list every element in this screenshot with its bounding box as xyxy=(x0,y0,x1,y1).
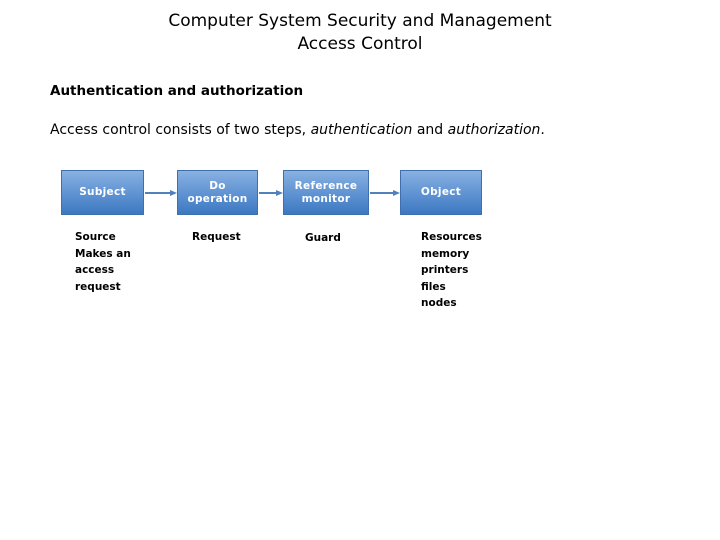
title-line-1: Computer System Security and Management xyxy=(168,11,552,31)
arrow-head-icon xyxy=(276,190,283,196)
body-emphasis-authentication: authentication xyxy=(310,122,413,138)
body-text-part-1: Access control consists of two steps, xyxy=(50,122,311,138)
arrow-shaft xyxy=(145,192,170,194)
caption-line: memory xyxy=(421,247,470,260)
arrow-head-icon xyxy=(170,190,177,196)
body-text-part-3: . xyxy=(540,122,545,138)
caption-line: Resources xyxy=(421,231,482,243)
caption-object: Resources memory printers files nodes xyxy=(421,229,482,312)
caption-subject: Source Makes an access request xyxy=(75,229,131,295)
caption-reference-monitor: Guard xyxy=(305,230,341,247)
flow-box-reference-monitor-label-line-1: Reference xyxy=(294,179,358,192)
flow-box-do-operation-label-line-2: operation xyxy=(187,192,248,205)
caption-line: printers xyxy=(421,264,469,276)
flow-box-subject-label: Subject xyxy=(79,186,126,198)
flow-box-object[interactable]: Object xyxy=(400,170,482,215)
flow-box-do-operation[interactable]: Do operation xyxy=(177,170,258,215)
body-emphasis-authorization: authorization xyxy=(447,122,541,138)
caption-do-operation: Request xyxy=(192,229,241,246)
arrow-operation-to-monitor xyxy=(259,190,283,197)
flow-box-subject[interactable]: Subject xyxy=(61,170,144,215)
body-text-part-2: and xyxy=(412,122,448,138)
slide-title: Computer System Security and Management … xyxy=(0,10,720,56)
caption-line: request xyxy=(75,280,121,293)
caption-line: Request xyxy=(192,231,241,243)
flow-box-object-label: Object xyxy=(420,186,462,198)
arrow-subject-to-operation xyxy=(145,190,177,197)
arrow-head-icon xyxy=(393,190,400,196)
title-line-2: Access Control xyxy=(297,34,423,54)
flow-box-reference-monitor[interactable]: Reference monitor xyxy=(283,170,369,215)
flow-box-reference-monitor-label-line-2: monitor xyxy=(301,192,351,205)
body-paragraph: Access control consists of two steps, au… xyxy=(50,121,545,140)
arrow-monitor-to-object xyxy=(370,190,400,197)
section-heading: Authentication and authorization xyxy=(50,83,304,99)
arrow-shaft xyxy=(370,192,393,194)
caption-line: files xyxy=(421,280,446,293)
flow-box-do-operation-label-line-1: Do xyxy=(209,179,226,192)
caption-line: nodes xyxy=(421,297,457,309)
arrow-shaft xyxy=(259,192,276,194)
caption-line: Source xyxy=(75,231,116,243)
caption-line: Guard xyxy=(305,232,341,244)
caption-line: Makes an xyxy=(75,247,131,260)
caption-line: access xyxy=(75,264,115,276)
